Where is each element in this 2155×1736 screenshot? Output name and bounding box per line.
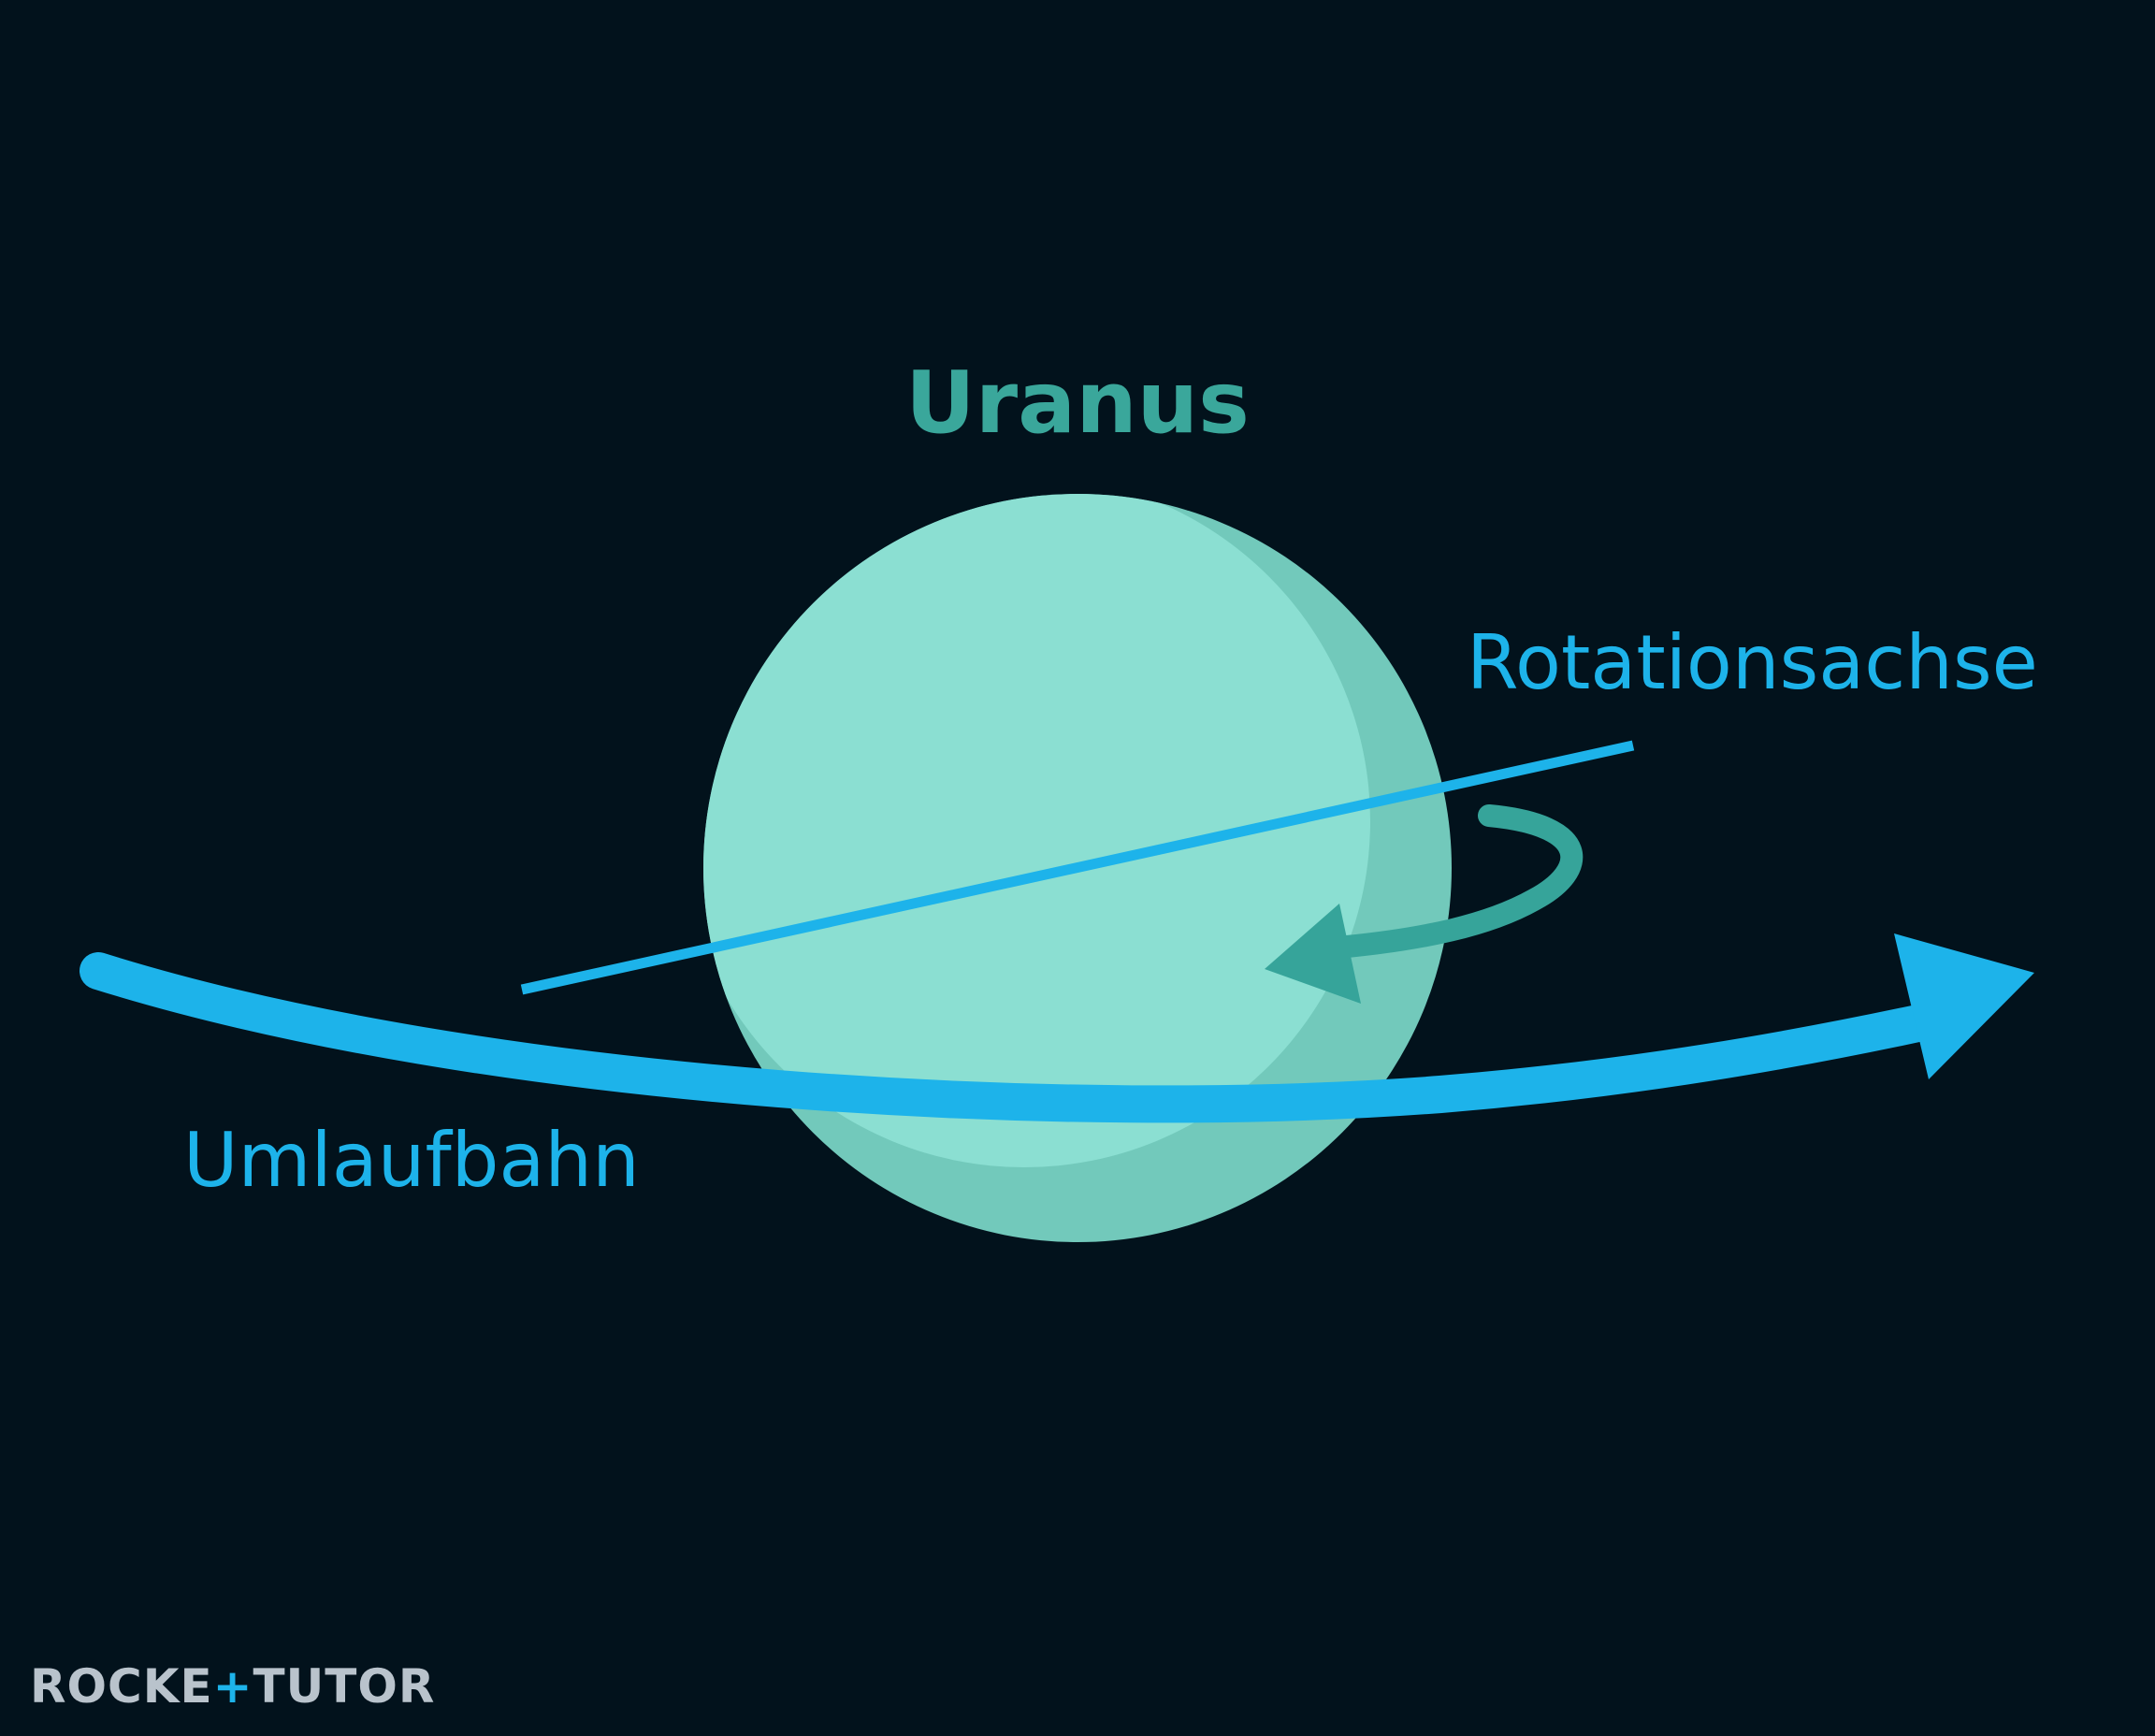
logo-plus: + <box>212 1659 253 1714</box>
label-rotation-axis: Rotationsachse <box>1467 619 2038 706</box>
planet-uranus <box>703 494 1452 1242</box>
curved-arrow-icon <box>1265 804 1584 1004</box>
logo-text-1: ROCKE <box>30 1659 213 1714</box>
label-orbit: Umlaufbahn <box>183 1117 640 1204</box>
orbit-arrow-head <box>1894 933 2034 1079</box>
diagram-title: Uranus <box>905 353 1250 453</box>
rotation-arrow-path <box>1336 804 1584 958</box>
planet-body <box>703 494 1370 1167</box>
orbit-path <box>80 952 1945 1123</box>
rotation-axis-line <box>520 740 1635 995</box>
rotation-arrow-head <box>1265 904 1361 1004</box>
logo-text-2: TUTOR <box>253 1659 436 1714</box>
arrow-right-icon <box>80 933 2034 1123</box>
brand-logo: ROCKE+TUTOR <box>30 1663 435 1710</box>
